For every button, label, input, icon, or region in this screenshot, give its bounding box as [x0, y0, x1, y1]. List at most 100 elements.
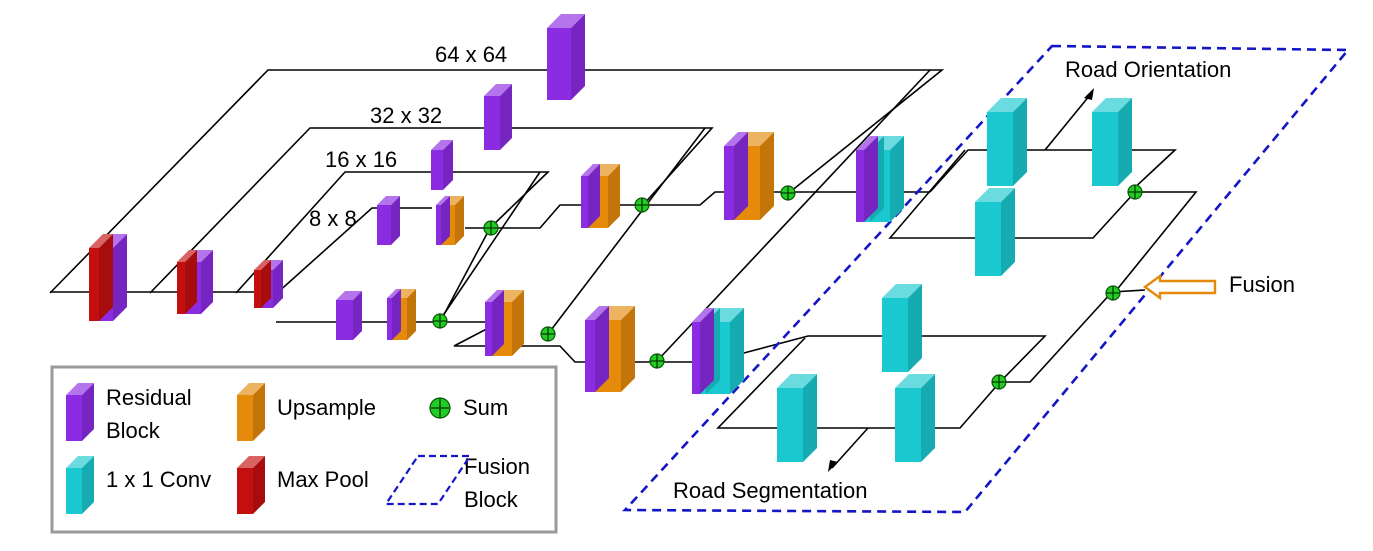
segmentation-branch-lower	[716, 337, 1001, 429]
lower-decoder-stage-1-residual_block	[387, 289, 401, 340]
upper-decoder-output-residual_block-top	[856, 136, 878, 150]
encoder-block-3-residual_block-side	[273, 260, 283, 308]
encoder-block-1	[89, 234, 127, 321]
lower-residual-1	[336, 291, 362, 340]
orientation-conv-1-front	[987, 112, 1013, 186]
legend-maxpool-label: Max Pool	[277, 467, 369, 492]
lower-decoder-stage-1-residual_block-side	[392, 289, 401, 340]
segmentation-conv-3-side	[921, 374, 935, 462]
fusion-label: Fusion	[1229, 272, 1295, 297]
encoder-block-1-max_pool-front	[89, 248, 99, 321]
lower-decoder-stage-1-residual_block-front	[387, 298, 392, 340]
scale-label-64: 64 x 64	[435, 42, 507, 67]
upper-sum-2	[634, 197, 650, 213]
lower-decoder-stage-2	[485, 290, 524, 356]
segmentation-conv-3	[895, 374, 935, 462]
upper-sum-3	[780, 185, 796, 201]
encoder-block-2-max_pool	[177, 250, 197, 314]
orientation-sum	[1127, 184, 1143, 200]
upper-decoder-stage-3-upsample-side	[760, 132, 774, 220]
lower-sum-1	[432, 313, 448, 329]
legend-upsample-icon-side	[253, 383, 265, 441]
skip-path-8	[275, 207, 432, 295]
upper-decoder-output-residual_block	[856, 136, 878, 222]
lower-decoder-stage-3-residual_block-side	[595, 306, 609, 392]
lower-decoder-output-residual_block	[692, 308, 714, 394]
orientation-conv-1	[987, 98, 1027, 186]
segmentation-conv-2-side	[803, 374, 817, 462]
lower-decoder-output-residual_block-top	[692, 308, 714, 322]
orientation-conv-1-side	[1013, 98, 1027, 186]
lower-decoder-stage-3	[585, 306, 635, 392]
segmentation-conv-1	[882, 284, 922, 372]
lower-decoder-stage-2-residual_block-top	[485, 290, 504, 302]
legend-upsample-icon	[237, 383, 265, 441]
orientation-output-line	[1044, 94, 1091, 151]
legend-conv-icon-front	[66, 468, 82, 514]
lower-decoder-stage-2-upsample-side	[512, 290, 524, 356]
road-segmentation-label: Road Segmentation	[673, 478, 867, 503]
upper-decoder-output-residual_block-side	[864, 136, 878, 222]
cross-connection-3	[547, 127, 706, 335]
cross-connection-1	[439, 171, 541, 321]
legend-box	[50, 365, 558, 534]
segmentation-conv-3-front	[895, 388, 921, 462]
lower-sum-2	[540, 326, 556, 342]
scale-32-residual-top	[484, 84, 512, 96]
encoder-block-2	[177, 250, 213, 314]
fusion-block-outline	[622, 44, 1351, 514]
lower-decoder-output-residual_block-side	[700, 308, 714, 394]
legend-upsample-label: Upsample	[277, 395, 376, 420]
scale-label-32: 32 x 32	[370, 103, 442, 128]
upper-decoder-stage-3-residual_block-top	[724, 132, 748, 146]
encoder-block-1-residual_block-side	[113, 234, 127, 321]
upper-decoder-stage-2-residual_block-side	[588, 164, 600, 228]
lower-residual-1-top	[336, 291, 362, 300]
encoder-block-3-max_pool-front	[254, 270, 261, 308]
orientation-branch-line	[929, 149, 1198, 293]
cross-connection-2	[439, 227, 491, 323]
legend-residual-block-icon	[66, 383, 94, 441]
lower-residual-1-side	[353, 291, 362, 340]
scale-16-residual-side	[443, 140, 453, 190]
legend-sum-label: Sum	[463, 395, 508, 420]
lower-decoder-stage-1-residual_block-top	[387, 289, 401, 298]
lower-decoder-stage-2-residual_block-front	[485, 302, 492, 356]
upper-decoder-stage-3-residual_block-side	[734, 132, 748, 220]
lower-residual-1-front	[336, 300, 353, 340]
scale-32-residual-front	[484, 96, 500, 150]
lower-decoder-stage-3-upsample-side	[621, 306, 635, 392]
legend-residual-block-icon-top	[66, 383, 94, 395]
encoder-block-3-max_pool	[254, 260, 271, 308]
orientation-conv-2-front	[1092, 112, 1118, 186]
segmentation-conv-1-side	[908, 284, 922, 372]
encoder-block-2-max_pool-side	[185, 250, 197, 314]
legend-max-pool-icon	[237, 456, 265, 514]
scale-16-residual-front	[431, 150, 443, 190]
fusion-sum	[1105, 285, 1121, 301]
upper-decoder-output-conv_1x1-side	[890, 136, 904, 222]
lower-decoder-stage-2-residual_block	[485, 290, 504, 356]
legend-max-pool-icon-front	[237, 468, 253, 514]
upper-decoder-output-residual_block-front	[856, 150, 864, 222]
upper-decoder-stage-1-residual_block-front	[436, 205, 441, 245]
encoder-block-3	[254, 260, 283, 308]
road-orientation-label: Road Orientation	[1065, 57, 1231, 82]
lower-decoder-output-conv_1x1-side	[730, 308, 744, 394]
lower-decoder-output	[692, 308, 744, 394]
encoder-block-1-max_pool-side	[99, 234, 113, 321]
upper-decoder-output	[856, 136, 904, 222]
upper-decoder-stage-2-residual_block-front	[581, 176, 588, 228]
orientation-arrow-head	[1084, 88, 1094, 100]
legend-max-pool-icon-top	[237, 456, 265, 468]
upper-decoder-stage-1-residual_block	[436, 196, 450, 245]
encoder-block-2-residual_block-side	[201, 250, 213, 314]
legend-upsample-icon-front	[237, 395, 253, 441]
scale-16-residual	[431, 140, 453, 190]
legend-conv-icon	[66, 456, 94, 514]
scale-64-residual-top	[547, 14, 585, 28]
orientation-conv-2-side	[1118, 98, 1132, 186]
